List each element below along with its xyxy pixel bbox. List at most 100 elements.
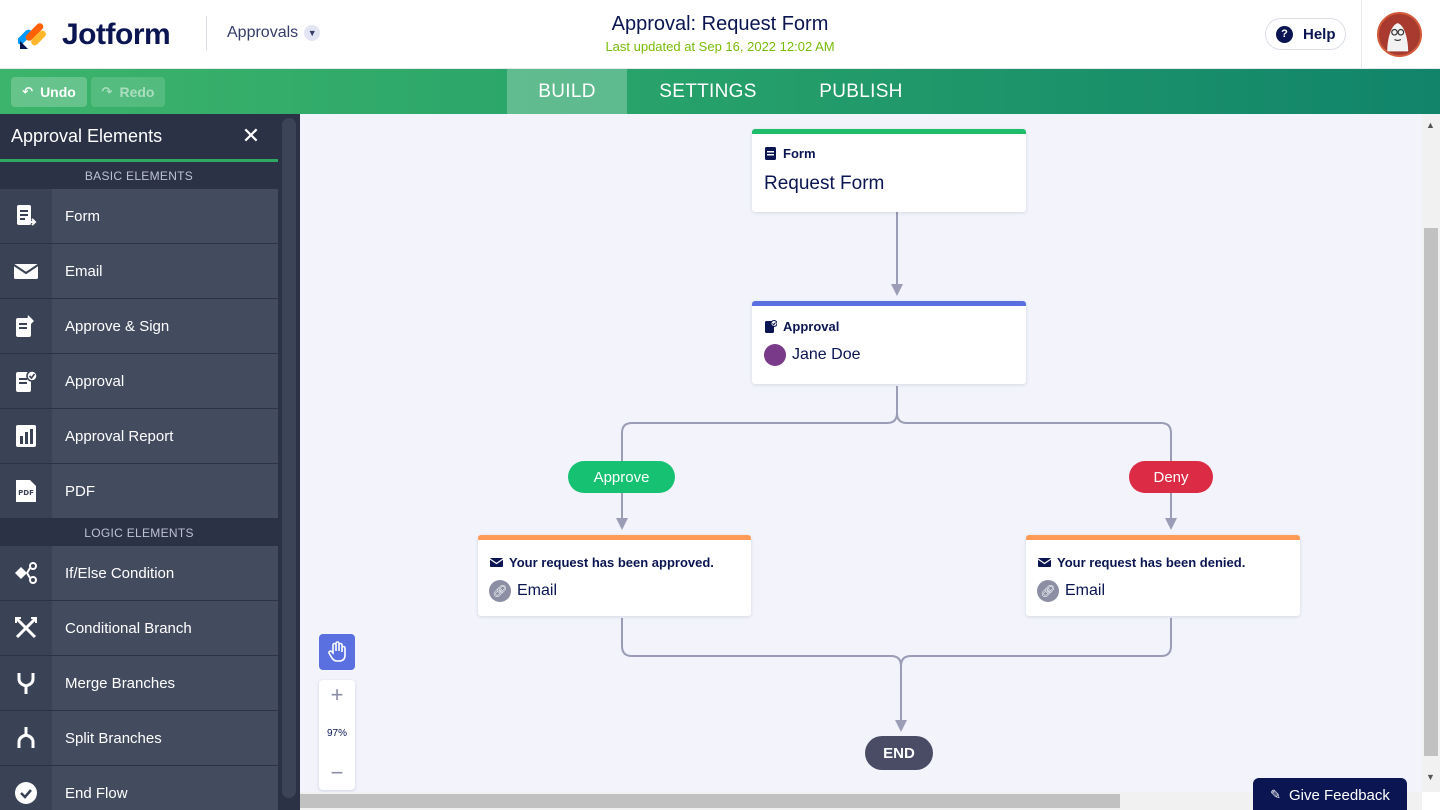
builder-navbar: ↶ Undo ↷ Redo BUILD SETTINGS PUBLISH [0,69,1440,114]
zoom-in-button[interactable]: + [330,682,344,707]
redo-button[interactable]: ↷ Redo [91,77,165,107]
chevron-down-icon: ▼ [304,25,321,41]
pdf-icon: PDF [16,480,36,502]
condition-icon [15,562,37,584]
undo-button[interactable]: ↶ Undo [11,77,87,107]
approved-email-body: 🔗︎ Email [478,570,751,602]
sidebar-item-pdf[interactable]: PDF PDF [0,464,278,519]
approval-icon [765,320,777,333]
email-node-accent [1026,535,1300,540]
vertical-scroll-thumb[interactable] [1424,228,1438,756]
jotform-logo[interactable]: Jotform [18,17,171,53]
email-node-accent [478,535,751,540]
redo-label: Redo [119,84,155,100]
tab-publish[interactable]: PUBLISH [819,80,903,102]
feedback-icon: ✎ [1270,787,1281,802]
give-feedback-button[interactable]: ✎ Give Feedback [1253,778,1407,810]
give-feedback-label: Give Feedback [1289,786,1390,804]
end-node[interactable]: END [865,736,933,770]
conditional-branch-icon [15,617,37,639]
avatar[interactable] [1377,12,1422,57]
sidebar-item-label: Merge Branches [65,674,176,692]
sidebar-item-label: Approval [65,372,125,390]
sidebar-item-conditional-branch[interactable]: Conditional Branch [0,601,278,656]
deny-branch-pill[interactable]: Deny [1129,461,1213,493]
sidebar-item-label: Form [65,207,100,225]
scroll-up-icon[interactable]: ▲ [1426,120,1435,130]
tab-build[interactable]: BUILD [507,69,627,114]
close-icon[interactable]: ✕ [241,123,261,148]
form-node-name: Request Form [764,173,885,194]
approval-node-accent [752,301,1026,306]
form-node-type: Form [783,146,816,161]
zoom-level: 97% [326,728,347,739]
help-label: Help [1303,25,1336,43]
sidebar-item-label: Conditional Branch [65,619,192,637]
connector-approve-branch [616,386,898,530]
approval-icon [16,370,38,392]
form-icon [17,205,37,226]
vertical-scrollbar[interactable]: ▲ ▼ [1422,114,1440,792]
zoom-controls: + 97% − [319,680,355,790]
form-icon [765,147,776,160]
assignee-name: Jane Doe [792,346,861,363]
envelope-icon [13,264,39,279]
avatar-illustration-icon [1379,14,1417,52]
envelope-icon [1038,558,1051,567]
form-node[interactable]: Form Request Form [752,129,1026,212]
approved-email-node[interactable]: Your request has been approved. 🔗︎ Email [478,535,751,616]
elements-panel-title: Approval Elements [11,126,163,146]
assignee-avatar [764,344,786,366]
sidebar-item-approve-sign[interactable]: Approve & Sign [0,299,278,354]
horizontal-scroll-thumb[interactable] [300,794,1120,808]
app-switcher-label: Approvals [227,24,299,41]
denied-email-node[interactable]: Your request has been denied. 🔗︎ Email [1026,535,1300,616]
approval-node-type: Approval [783,319,840,334]
zoom-out-button[interactable]: − [330,760,344,785]
sidebar-item-end-flow[interactable]: End Flow [0,766,278,810]
sidebar-item-label: Approve & Sign [65,317,170,335]
sidebar-item-approval-report[interactable]: Approval Report [0,409,278,464]
sidebar-item-label: Approval Report [65,427,174,445]
app-switcher[interactable]: Approvals ▼ [227,24,321,42]
page-title: Approval: Request Form [611,13,829,35]
approved-email-subject: Your request has been approved. [509,555,714,570]
sidebar-scrollbar[interactable] [282,118,296,798]
tab-settings[interactable]: SETTINGS [659,80,757,102]
flow-canvas[interactable]: Form Request Form Approval Jane Doe Appr… [300,114,1422,792]
split-icon [17,727,35,748]
sidebar-item-merge-branches[interactable]: Merge Branches [0,656,278,711]
elements-panel: Approval Elements ✕ BASIC ELEMENTS Form … [0,114,278,810]
sidebar-item-split-branches[interactable]: Split Branches [0,711,278,766]
sidebar-item-form[interactable]: Form [0,189,278,244]
elements-panel-header: Approval Elements ✕ [0,114,278,162]
sidebar-item-approval[interactable]: Approval [0,354,278,409]
approval-assignee: Jane Doe [752,334,1026,366]
connector-approved-end [621,618,907,732]
horizontal-scrollbar[interactable] [300,792,1422,810]
merge-icon [17,673,35,694]
undo-icon: ↶ [22,84,34,99]
sidebar-item-label: PDF [65,482,95,500]
logo-text: Jotform [62,18,171,51]
sidebar-item-email[interactable]: Email [0,244,278,299]
link-icon: 🔗︎ [1037,580,1059,602]
hand-tool-button[interactable] [319,634,355,670]
denied-email-header: Your request has been denied. [1026,540,1300,570]
top-header: Jotform Approvals ▼ Approval: Request Fo… [0,0,1440,69]
sidebar-item-label: If/Else Condition [65,564,175,582]
check-circle-icon [15,782,37,804]
sidebar-item-label: Email [65,262,103,280]
approval-node[interactable]: Approval Jane Doe [752,301,1026,384]
approve-branch-pill[interactable]: Approve [568,461,675,493]
undo-label: Undo [40,84,76,100]
svg-text:PDF: PDF [18,489,34,497]
form-node-header: Form [752,134,1026,161]
scroll-down-icon[interactable]: ▼ [1426,772,1435,782]
report-icon [16,425,36,447]
jotform-logo-icon [18,23,46,49]
sidebar-item-if-else[interactable]: If/Else Condition [0,546,278,601]
connector-denied-end [900,618,1172,667]
help-button[interactable]: ? Help [1265,18,1346,50]
